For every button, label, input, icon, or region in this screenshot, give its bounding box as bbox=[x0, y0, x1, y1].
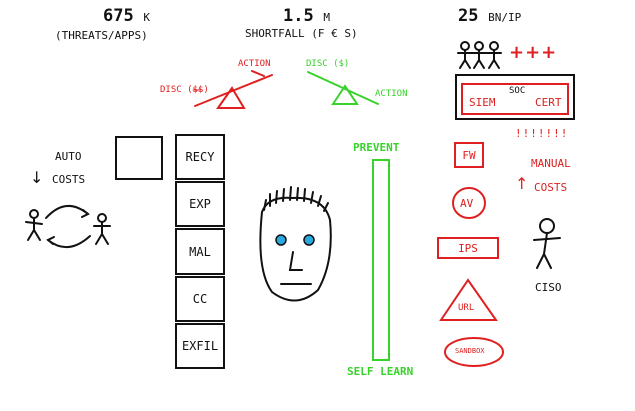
left-seesaw bbox=[192, 70, 273, 109]
av-label: AV bbox=[460, 197, 474, 210]
left-seesaw-disc-label: DISC ($$) bbox=[160, 85, 209, 95]
stat-threats-unit: K bbox=[143, 11, 150, 24]
ciso-label: CISO bbox=[535, 281, 562, 294]
stat-threats-value: 675 bbox=[103, 6, 134, 26]
url-triangle bbox=[439, 278, 498, 321]
sandbox-label: SANDBOX bbox=[455, 347, 485, 355]
left-seesaw-action-label: ACTION bbox=[238, 59, 271, 69]
soc-box bbox=[455, 74, 575, 120]
eyes bbox=[275, 234, 315, 246]
stat-threats-caption: (THREATS/APPS) bbox=[55, 29, 148, 42]
ciso-figure bbox=[533, 218, 561, 269]
manual-costs-label: COSTS bbox=[534, 181, 568, 194]
manual-up-arrow: ↑ bbox=[515, 174, 529, 193]
fw-box: FW bbox=[454, 142, 484, 168]
soc-inner-box bbox=[461, 83, 569, 115]
prevent-bar bbox=[372, 159, 390, 361]
stat-threats: 675 K bbox=[103, 8, 150, 25]
url-label: URL bbox=[458, 303, 475, 313]
stack-box: RECY bbox=[175, 134, 225, 180]
cert-label: CERT bbox=[535, 96, 562, 109]
ips-label: IPS bbox=[458, 241, 478, 255]
manual-label: MANUAL bbox=[531, 157, 571, 170]
staff-plus-label: +++ bbox=[509, 42, 558, 63]
stat-ips-value: 25 bbox=[458, 6, 479, 26]
stack-box-label: EXFIL bbox=[181, 339, 219, 353]
stack-box-label: RECY bbox=[185, 150, 215, 164]
auto-down-arrow: ↓ bbox=[30, 168, 44, 187]
stack-box: EXFIL bbox=[175, 323, 225, 369]
stack-box-label: MAL bbox=[189, 244, 211, 259]
staff-figures bbox=[457, 41, 502, 69]
alert-marks: !!!!!!! bbox=[515, 127, 569, 140]
right-seesaw bbox=[307, 71, 379, 105]
prevent-label: PREVENT bbox=[353, 141, 400, 154]
stack-box: MAL bbox=[175, 228, 225, 275]
stat-ips: 25 BN/IP bbox=[458, 8, 521, 25]
av-circle bbox=[452, 187, 486, 219]
sandbox-ellipse bbox=[444, 337, 504, 367]
auto-label: AUTO bbox=[55, 150, 82, 163]
stat-shortfall-caption: SHORTFALL (F € S) bbox=[245, 27, 358, 40]
siem-label: SIEM bbox=[469, 96, 496, 109]
stack-box: CC bbox=[175, 276, 225, 322]
self-learn-label: SELF LEARN bbox=[347, 365, 414, 378]
stat-shortfall: 1.5 M bbox=[283, 8, 330, 25]
soc-label: SOC bbox=[509, 86, 526, 96]
stack-box-label: CC bbox=[192, 292, 208, 306]
right-seesaw-disc-label: DISC ($) bbox=[306, 59, 350, 69]
fw-label: FW bbox=[462, 148, 476, 162]
empty-box bbox=[115, 136, 163, 180]
auto-figures bbox=[25, 205, 111, 248]
ips-box: IPS bbox=[437, 237, 499, 259]
stack-box: EXP bbox=[175, 181, 225, 227]
auto-costs-label: COSTS bbox=[52, 173, 86, 186]
stack-box-label: EXP bbox=[189, 197, 211, 211]
right-seesaw-action-label: ACTION bbox=[375, 89, 408, 99]
stat-ips-unit: BN/IP bbox=[488, 11, 522, 24]
stat-shortfall-unit: M bbox=[323, 11, 330, 24]
stat-shortfall-value: 1.5 bbox=[283, 6, 314, 26]
face bbox=[259, 186, 332, 302]
